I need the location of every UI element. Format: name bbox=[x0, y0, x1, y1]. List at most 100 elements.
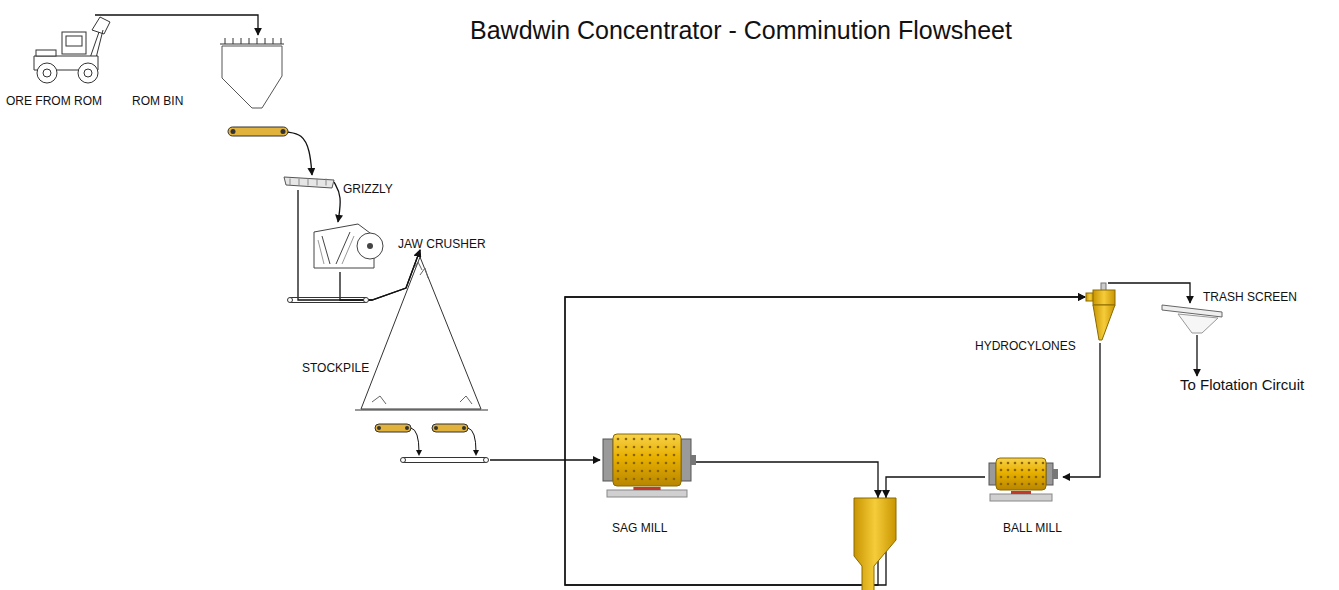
liner-bolt bbox=[617, 462, 620, 465]
apron-feeder bbox=[375, 424, 411, 432]
flow-line bbox=[565, 297, 1085, 585]
liner-bolt bbox=[633, 438, 636, 441]
equipment-label: SAG MILL bbox=[612, 521, 667, 535]
bar-tick bbox=[273, 38, 274, 44]
equipment-node: ORE FROM ROM bbox=[28, 15, 112, 85]
liner-bolt bbox=[617, 446, 620, 449]
liner-bolt bbox=[673, 454, 676, 457]
jaw-liners bbox=[318, 236, 354, 264]
equipment-node: SAG MILL bbox=[600, 430, 695, 498]
equipment-node: BALL MILL bbox=[985, 455, 1063, 499]
flywheel-hub bbox=[367, 243, 373, 249]
mill-head bbox=[603, 439, 613, 481]
liner-bolt bbox=[1042, 483, 1045, 486]
arrow-head bbox=[473, 450, 479, 456]
liner-bolt bbox=[665, 438, 668, 441]
loader-hub bbox=[84, 69, 92, 77]
liner-bolt bbox=[641, 470, 644, 473]
apron-feeder bbox=[228, 127, 288, 136]
liner-bolt bbox=[649, 446, 652, 449]
liner-bolt bbox=[657, 454, 660, 457]
discharge-chute bbox=[411, 428, 419, 452]
icon-group bbox=[1162, 305, 1222, 333]
cyclone-barrel bbox=[1093, 290, 1115, 305]
grizzly-bar bbox=[299, 179, 300, 186]
liner-bolt bbox=[625, 470, 628, 473]
belt-conveyor bbox=[288, 298, 369, 303]
liner-bolt bbox=[1000, 476, 1003, 479]
ore-sketch bbox=[414, 262, 428, 278]
pump-sump bbox=[854, 490, 896, 590]
liner-bolt bbox=[649, 470, 652, 473]
nameplate bbox=[1011, 491, 1031, 494]
liner-bolt bbox=[665, 470, 668, 473]
mill-head bbox=[989, 463, 996, 485]
grizzly-bar bbox=[326, 179, 327, 186]
liner-bolt bbox=[673, 438, 676, 441]
liner-bolt bbox=[1014, 469, 1017, 472]
loader-wheel bbox=[37, 63, 57, 83]
liner-bolt bbox=[1007, 462, 1010, 465]
flow-line bbox=[287, 132, 312, 175]
feeder-roller bbox=[377, 426, 381, 430]
liner-bolt bbox=[1042, 462, 1045, 465]
flow-line bbox=[1196, 335, 1197, 376]
flow-line bbox=[565, 297, 1085, 585]
cyclone-cone bbox=[1093, 305, 1115, 340]
equipment-label: To Flotation Circuit bbox=[1180, 376, 1304, 394]
liner-bolt bbox=[625, 438, 628, 441]
liner-bolt bbox=[657, 438, 660, 441]
mill-base bbox=[990, 494, 1052, 501]
loader-hub bbox=[43, 69, 51, 77]
equipment-label: GRIZZLY bbox=[343, 182, 393, 196]
conveyor-pulley bbox=[484, 458, 489, 463]
liner-bolt bbox=[1014, 462, 1017, 465]
equipment-icon bbox=[28, 15, 112, 85]
feeder-roller bbox=[462, 426, 466, 430]
icon-group bbox=[220, 38, 288, 136]
loader-engine bbox=[36, 50, 56, 56]
equipment-label: ORE FROM ROM bbox=[6, 94, 102, 108]
equipment-label: BALL MILL bbox=[1003, 521, 1062, 535]
liner-bolt bbox=[617, 470, 620, 473]
equipment-label: STOCKPILE bbox=[302, 361, 369, 375]
liner-bolt bbox=[633, 446, 636, 449]
arrow-head bbox=[882, 490, 890, 498]
icon-group bbox=[355, 257, 489, 463]
apron-feeder bbox=[432, 424, 468, 432]
conveyor-belt bbox=[290, 298, 366, 303]
bar-tick bbox=[249, 38, 250, 44]
mill-base bbox=[607, 490, 687, 497]
feeder-roller bbox=[405, 426, 409, 430]
liner-bolt bbox=[657, 446, 660, 449]
liner-bolt bbox=[1007, 483, 1010, 486]
mill-shell bbox=[613, 434, 681, 486]
liner-bolt bbox=[625, 478, 628, 481]
equipment-label: ROM BIN bbox=[132, 94, 183, 108]
loader-arm bbox=[90, 30, 103, 58]
liner-bolt bbox=[641, 454, 644, 457]
flow-line bbox=[1063, 343, 1100, 477]
liner-bolt bbox=[617, 438, 620, 441]
liner-bolt bbox=[625, 462, 628, 465]
liner-bolt bbox=[641, 462, 644, 465]
liner-bolt bbox=[673, 470, 676, 473]
liner-bolt bbox=[673, 462, 676, 465]
liner-bolt bbox=[1042, 469, 1045, 472]
loader-wheel bbox=[78, 63, 98, 83]
icon-group bbox=[989, 458, 1058, 501]
icon-group bbox=[34, 17, 110, 83]
feeder-roller bbox=[281, 129, 286, 134]
liner-bolt bbox=[1000, 469, 1003, 472]
flywheel bbox=[357, 233, 383, 259]
icon-group bbox=[1086, 283, 1115, 340]
equipment-icon bbox=[1085, 283, 1123, 343]
liner-bolt bbox=[1014, 483, 1017, 486]
feeder-roller bbox=[434, 426, 438, 430]
conveyor-pulley bbox=[288, 298, 293, 303]
discharge-chute bbox=[468, 428, 476, 452]
arrow-head bbox=[874, 490, 882, 498]
liner-bolt bbox=[1007, 476, 1010, 479]
liner-bolt bbox=[1028, 462, 1031, 465]
